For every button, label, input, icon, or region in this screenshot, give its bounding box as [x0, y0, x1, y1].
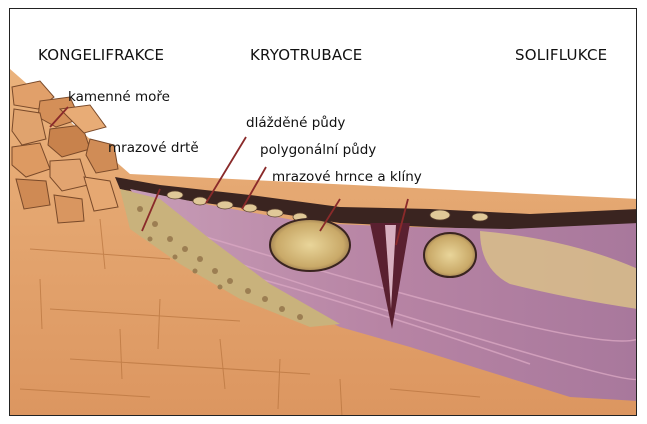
- header-kongelifrakce: KONGELIFRAKCE: [38, 46, 164, 64]
- label-frost-pots-wedges: mrazové hrnce a klíny: [272, 169, 422, 185]
- frost-pot-right: [424, 233, 476, 277]
- label-paved-soils: dlážděné půdy: [246, 115, 345, 131]
- cross-section-illustration: [10, 9, 637, 416]
- header-kryotrubace: KRYOTRUBACE: [250, 46, 362, 64]
- header-soliflukce: SOLIFLUKCE: [515, 46, 607, 64]
- label-frost-debris: mrazové drtě: [108, 140, 199, 156]
- label-polygonal-soils: polygonální půdy: [260, 142, 376, 158]
- frost-pot-left: [270, 219, 350, 271]
- label-boulder-field: kamenné moře: [68, 89, 170, 105]
- diagram-frame: KONGELIFRAKCE KRYOTRUBACE SOLIFLUKCE kam…: [9, 8, 637, 416]
